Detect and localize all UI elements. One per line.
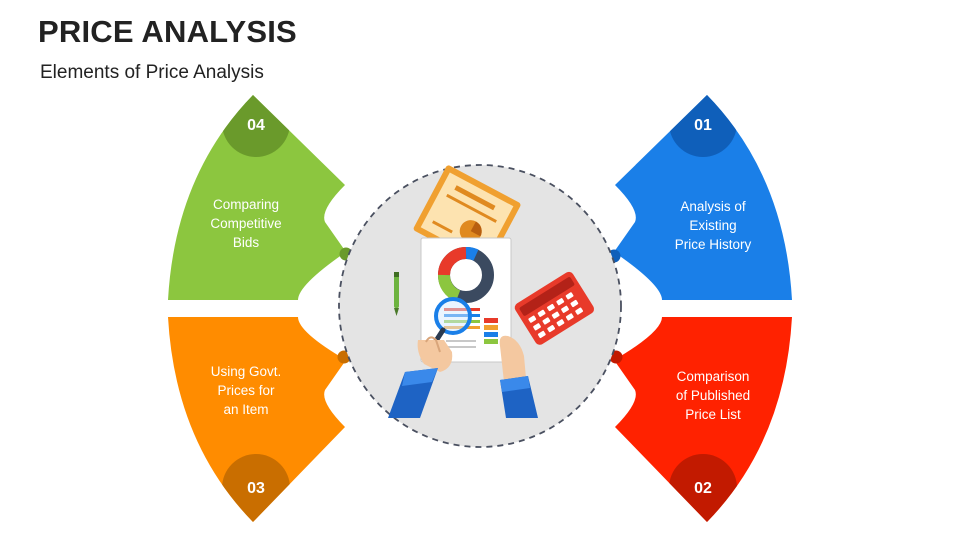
segment-shape	[168, 95, 346, 300]
calculator-icon	[514, 271, 595, 345]
element-label-line: Price History	[675, 237, 752, 252]
page-title: PRICE ANALYSIS	[38, 14, 297, 49]
right-hand-icon	[499, 335, 538, 418]
element-03: 03 Using Govt. Prices for an Item	[168, 317, 351, 522]
element-number: 02	[694, 480, 712, 497]
element-label-line: Comparison	[677, 369, 750, 384]
segment-shape	[168, 317, 346, 522]
segment-shape	[614, 317, 792, 522]
element-label-line: Bids	[233, 235, 260, 250]
segment-shape	[614, 95, 792, 300]
pen-icon	[394, 272, 399, 316]
element-number: 03	[247, 480, 265, 497]
element-04: 04 Comparing Competitive Bids	[168, 95, 353, 300]
element-label-line: Competitive	[210, 216, 281, 231]
left-hand-icon	[388, 336, 453, 418]
element-label-line: Existing	[689, 218, 736, 233]
element-02: 02 Comparison of Published Price List	[609, 317, 792, 522]
element-label-line: an Item	[223, 402, 268, 417]
element-label-line: Prices for	[217, 383, 275, 398]
element-label-line: Using Govt.	[211, 364, 282, 379]
center-illustration	[388, 165, 595, 418]
connector-dot	[337, 350, 351, 364]
element-number: 01	[694, 117, 712, 134]
element-label-line: Analysis of	[680, 199, 746, 214]
element-number: 04	[247, 117, 265, 134]
element-label-line: Price List	[685, 407, 741, 422]
element-01: 01 Analysis of Existing Price History	[607, 95, 792, 300]
element-label-line: Comparing	[213, 197, 279, 212]
page-subtitle: Elements of Price Analysis	[40, 62, 264, 83]
element-label-line: of Published	[676, 388, 750, 403]
